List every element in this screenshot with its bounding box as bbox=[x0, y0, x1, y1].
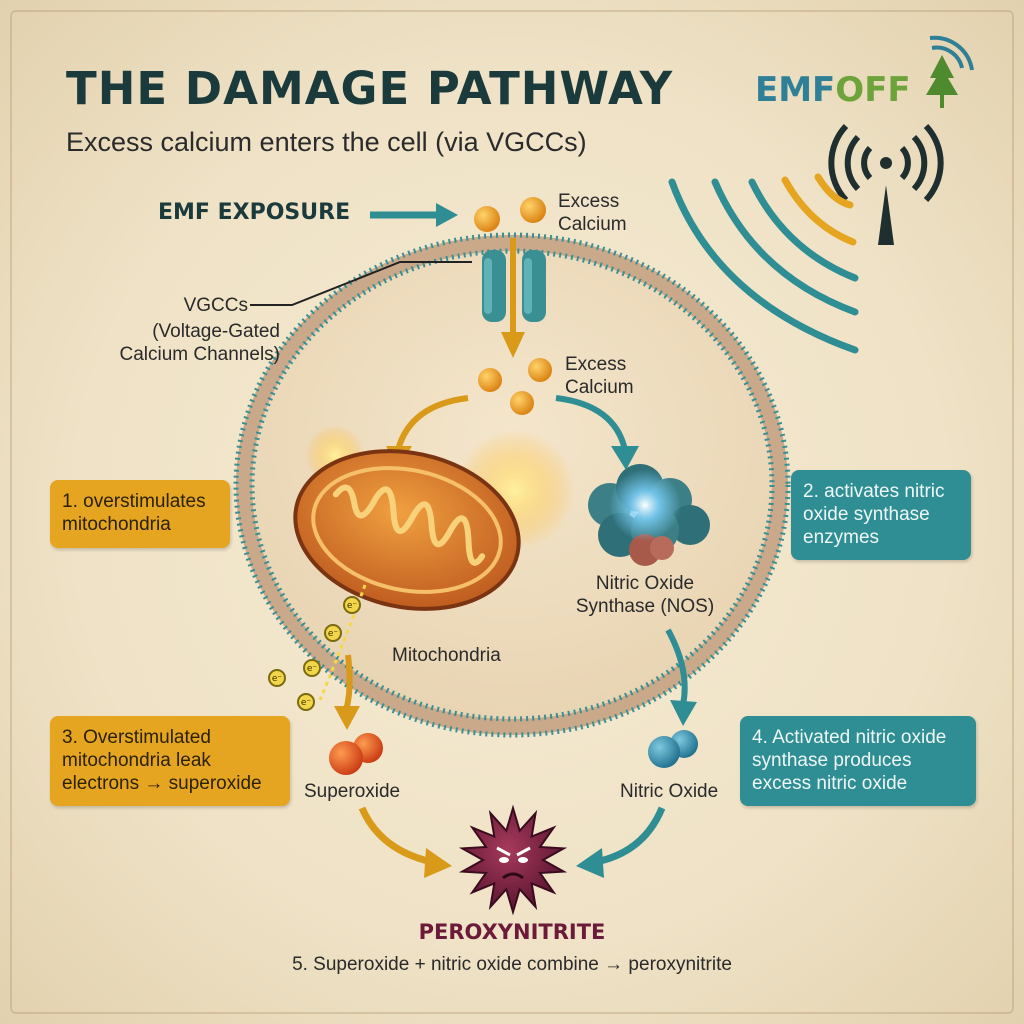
peroxynitrite-label: PEROXYNITRITE bbox=[418, 920, 606, 944]
arrow-to-nos bbox=[555, 395, 639, 470]
electron-symbol: e⁻ bbox=[272, 674, 283, 684]
step3-line3: electrons → superoxide bbox=[62, 773, 262, 794]
excess-calcium-inner-line1: Excess bbox=[565, 354, 627, 375]
logo-tree-icon bbox=[926, 35, 974, 108]
step4-box: 4. Activated nitric oxide synthase produ… bbox=[740, 716, 976, 806]
vgcc-label-line3: Calcium Channels) bbox=[119, 344, 280, 365]
radio-tower-icon bbox=[828, 123, 944, 245]
nitric-oxide-molecule bbox=[648, 730, 698, 768]
step3-line1: 3. Overstimulated bbox=[62, 727, 211, 748]
vgcc-label-line1: VGCCs bbox=[183, 295, 248, 316]
mitochondria-organelle bbox=[293, 425, 575, 611]
nitric-oxide-label: Nitric Oxide bbox=[620, 781, 719, 802]
superoxide-label: Superoxide bbox=[304, 781, 401, 802]
step2-line3: enzymes bbox=[803, 527, 880, 548]
step4-line2: synthase produces bbox=[752, 750, 912, 771]
electron-symbol: e⁻ bbox=[307, 664, 318, 674]
vgcc-label: (Voltage-Gated Calcium Channels) bbox=[80, 320, 280, 366]
electron-trail bbox=[268, 584, 367, 711]
step2-box: 2. activates nitric oxide synthase enzym… bbox=[791, 470, 971, 560]
step2-line1: 2. activates nitric bbox=[803, 481, 945, 502]
excess-calcium-inner-label: Excess Calcium bbox=[565, 353, 634, 399]
mitochondria-label: Mitochondria bbox=[392, 645, 501, 666]
calcium-ion bbox=[520, 197, 546, 223]
electron-symbol: e⁻ bbox=[347, 601, 358, 611]
emf-exposure-arrow bbox=[370, 203, 458, 227]
vgcc-label-line2: (Voltage-Gated bbox=[152, 321, 280, 342]
step4-line1: 4. Activated nitric oxide bbox=[752, 727, 947, 748]
nos-label-line2: Synthase (NOS) bbox=[575, 596, 715, 617]
excess-calcium-top-label: Excess Calcium bbox=[558, 190, 627, 236]
nos-label: Nitric Oxide Synthase (NOS) bbox=[570, 572, 720, 618]
step1-box: 1. overstimulates mitochondria bbox=[50, 480, 230, 548]
arrow-superoxide-to-peroxynitrite bbox=[358, 806, 452, 878]
step3-line2: mitochondria leak bbox=[62, 750, 211, 771]
electron-symbol: e⁻ bbox=[328, 629, 339, 639]
brand-logo: EMFOFF bbox=[755, 70, 911, 110]
emf-exposure-label: EMF EXPOSURE bbox=[158, 200, 351, 225]
electron-symbol: e⁻ bbox=[301, 698, 312, 708]
step1-line1: 1. overstimulates bbox=[62, 491, 206, 512]
nos-enzyme bbox=[588, 464, 710, 566]
step1-line2: mitochondria bbox=[62, 514, 171, 535]
page-subtitle: Excess calcium enters the cell (via VGCC… bbox=[66, 127, 587, 157]
excess-calcium-top-line1: Excess bbox=[558, 191, 620, 212]
excess-calcium-top-line2: Calcium bbox=[558, 214, 627, 235]
logo-text-off: OFF bbox=[835, 70, 911, 110]
peroxynitrite-molecule bbox=[458, 804, 568, 916]
arrow-to-nitric-oxide bbox=[665, 628, 697, 726]
emf-waves bbox=[668, 173, 859, 354]
page-title: THE DAMAGE PATHWAY bbox=[66, 62, 674, 115]
excess-calcium-inner-line2: Calcium bbox=[565, 377, 634, 398]
vgcc-channel bbox=[482, 238, 546, 358]
logo-text-emf: EMF bbox=[755, 70, 836, 110]
step3-box: 3. Overstimulated mitochondria leak elec… bbox=[50, 716, 290, 806]
superoxide-molecule bbox=[329, 733, 383, 775]
arrow-to-superoxide bbox=[334, 654, 360, 730]
arrow-nitric-oxide-to-peroxynitrite bbox=[576, 806, 666, 878]
calcium-ion bbox=[474, 206, 500, 232]
step4-line3: excess nitric oxide bbox=[752, 773, 908, 794]
calcium-ion bbox=[478, 368, 502, 392]
calcium-ion bbox=[528, 358, 552, 382]
step5-caption: 5. Superoxide + nitric oxide combine → p… bbox=[292, 954, 732, 975]
calcium-ion bbox=[510, 391, 534, 415]
step2-line2: oxide synthase bbox=[803, 504, 930, 525]
nos-label-line1: Nitric Oxide bbox=[595, 573, 695, 594]
vgcc-leader-line bbox=[250, 261, 472, 306]
